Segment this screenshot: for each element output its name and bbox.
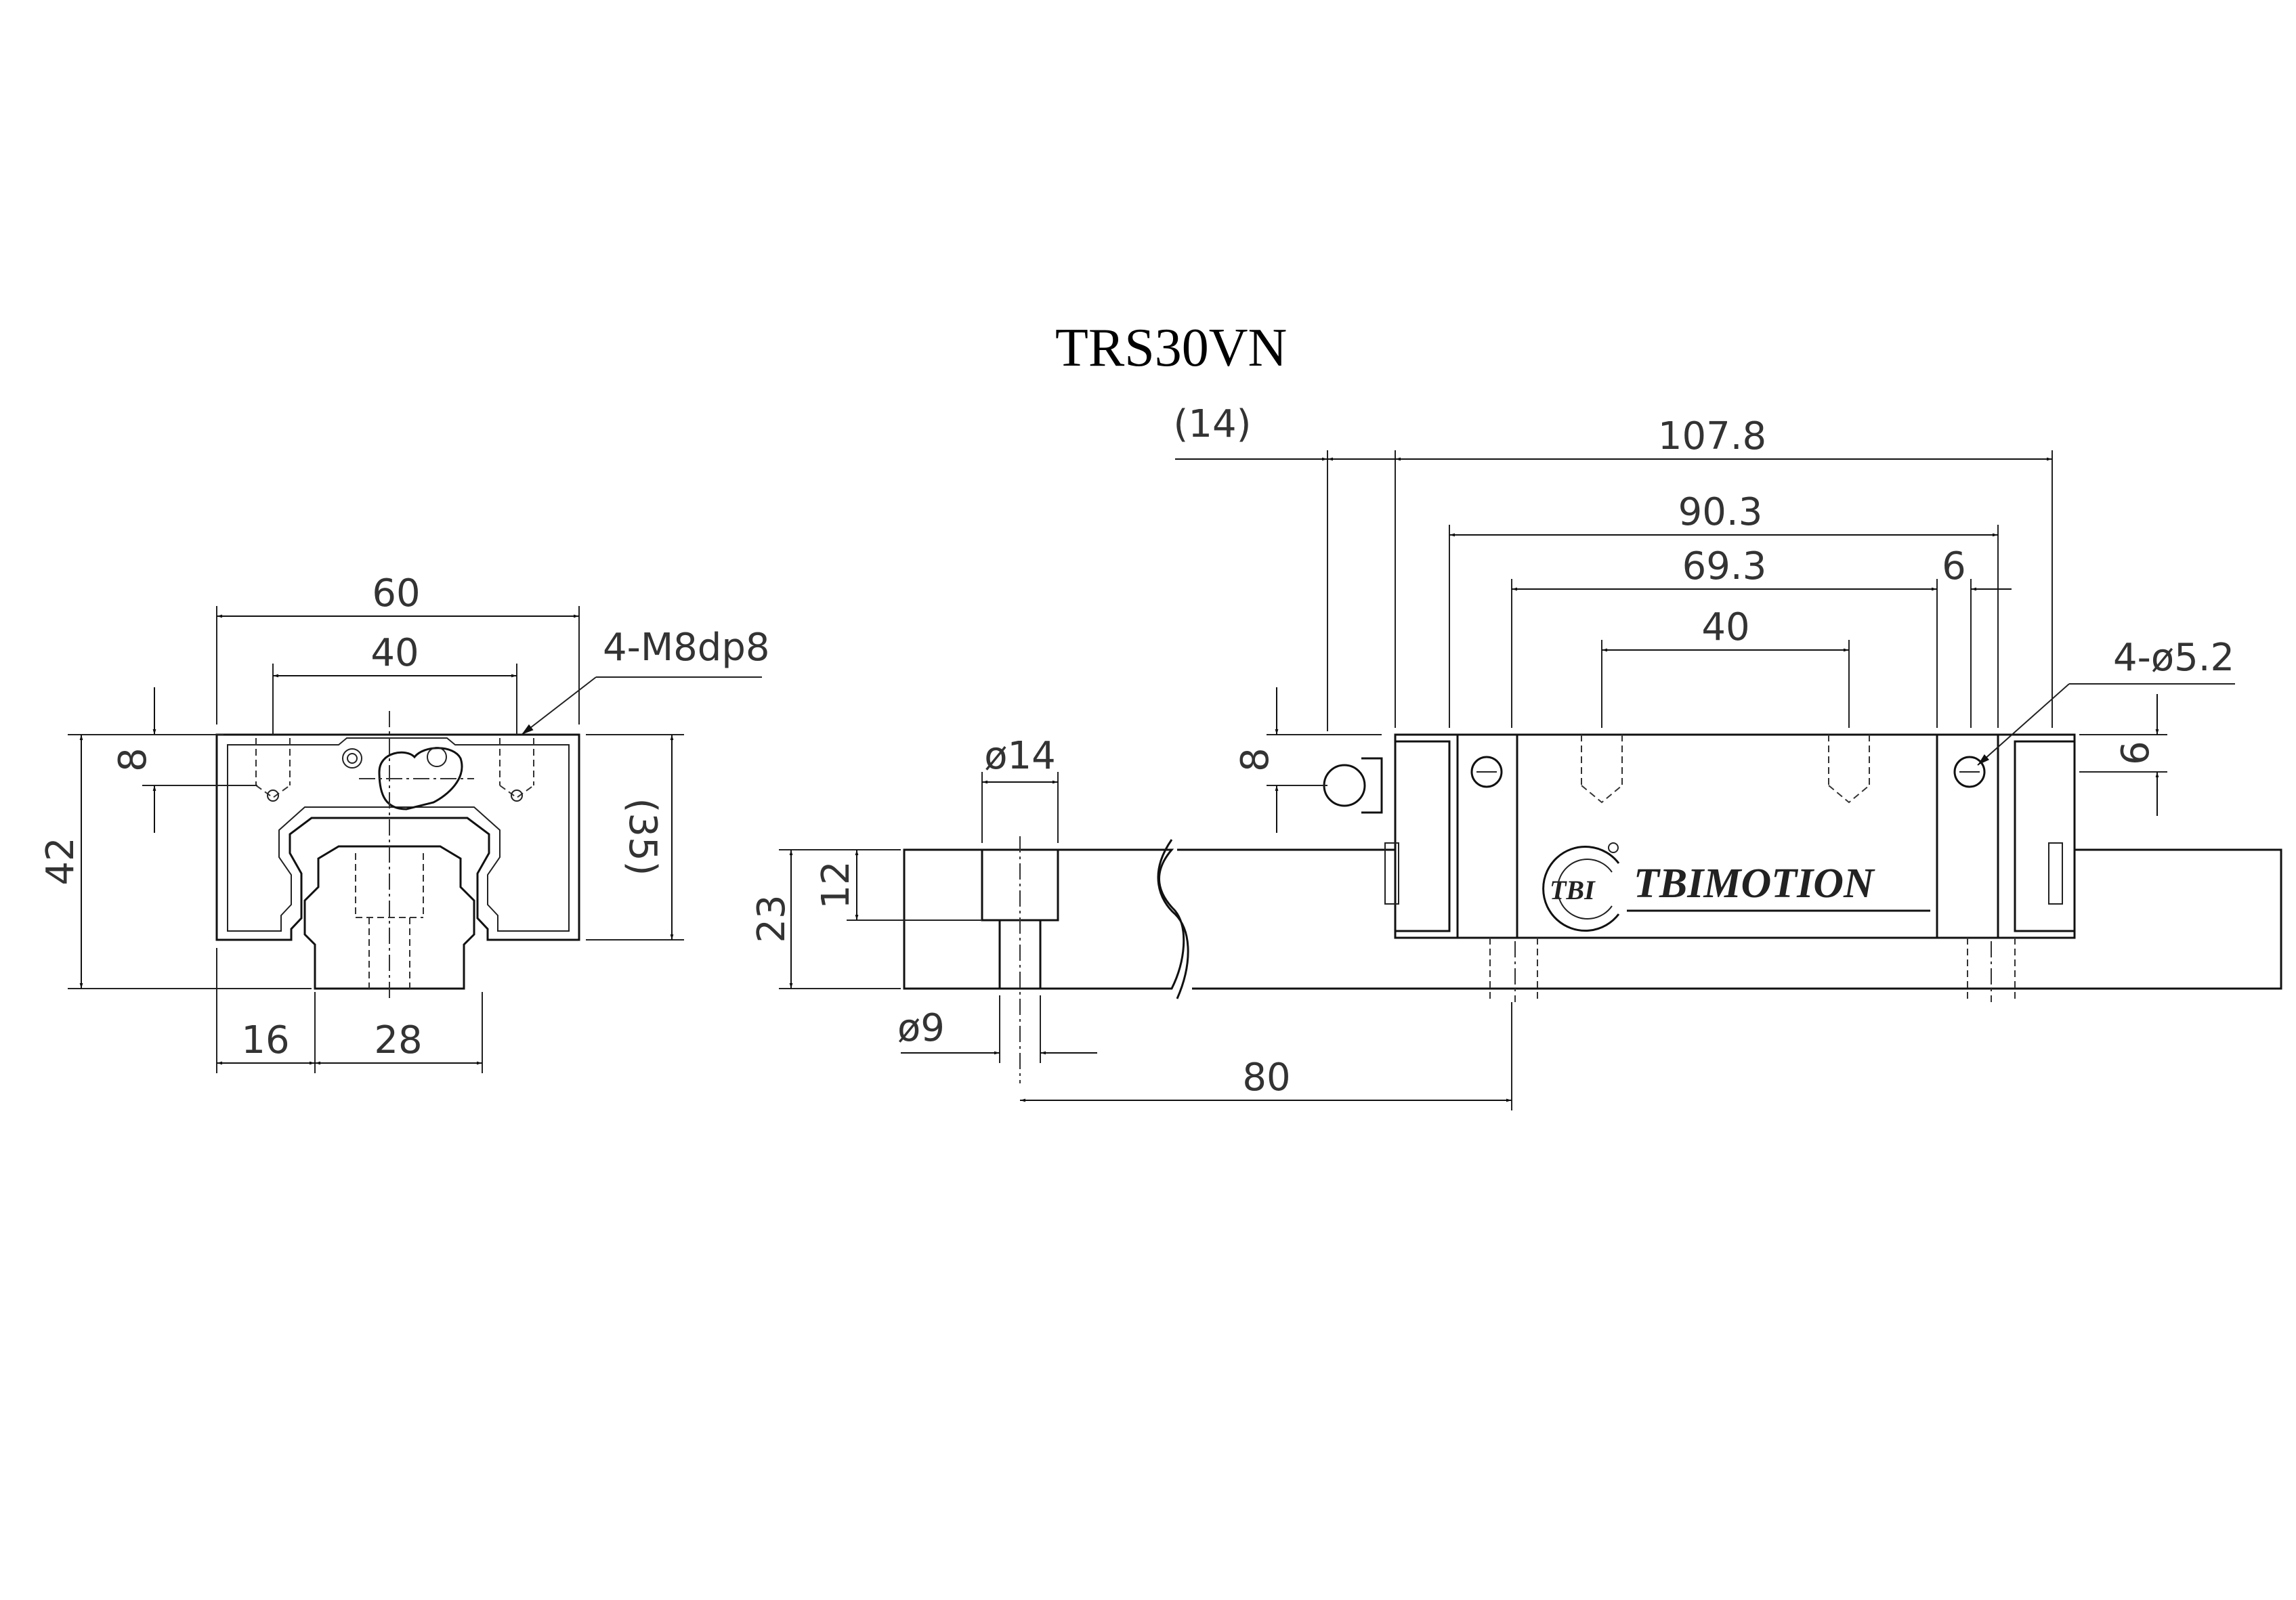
- dim-block-length: 107.8: [1658, 414, 1766, 458]
- grease-nipple-cap: [427, 747, 447, 767]
- dim-side-hole-pitch: 40: [1701, 605, 1749, 649]
- dim-rail-height: (35): [620, 798, 664, 876]
- rail-hidden-bore: [355, 853, 424, 989]
- thread-mark-left: [267, 790, 279, 802]
- tapped-hole-hidden-1: [1581, 735, 1623, 804]
- dim-screw-spec: 4-ø5.2: [2113, 636, 2234, 680]
- grease-nipple-body: [1361, 757, 1383, 814]
- dim-rail-width: 28: [374, 1018, 422, 1062]
- dim-side-rail-height: 23: [750, 894, 794, 943]
- tapped-hole-hidden-2: [1828, 735, 1870, 804]
- side-plate-right: [2048, 842, 2063, 905]
- front-view: 60 40 4-M8dp8 8 42 (35) 16 28: [39, 571, 770, 1073]
- tbi-logo: TBI: [1542, 842, 1620, 932]
- leader-screw: [1977, 683, 2070, 766]
- block-body: [1394, 733, 2076, 939]
- dim-counterbore-depth: 12: [814, 861, 858, 909]
- dim-hole-dia: ø9: [897, 1006, 945, 1050]
- side-plate-left: [1384, 842, 1399, 905]
- leader-thread: [521, 676, 597, 735]
- drawing-title: TRS30VN: [1055, 318, 1287, 378]
- block-outline: [215, 733, 580, 941]
- dim-rail-pitch: 80: [1242, 1056, 1290, 1100]
- dim-width: 60: [372, 571, 420, 615]
- dim-mount-span: 69.3: [1682, 544, 1767, 588]
- dim-side-offset: 16: [241, 1018, 289, 1062]
- dim-grease-nipple: (14): [1174, 402, 1252, 446]
- block-end-seal-left: [1394, 740, 1451, 932]
- logo-mark-text: TBI: [1550, 875, 1596, 905]
- dim-screw-height: 6: [2114, 741, 2158, 765]
- rail-profile: [303, 845, 475, 990]
- grease-nipple-icon: [378, 747, 463, 810]
- dim-height: 42: [39, 837, 83, 885]
- grease-nipple-side: [1323, 764, 1366, 807]
- dim-thread-depth: 8: [111, 748, 155, 772]
- dim-body-length: 90.3: [1678, 490, 1763, 534]
- side-view: TBI TBIMOTION (14) 107.8 90.3 69.3 6 40: [750, 402, 2282, 1110]
- thread-hole-right: [499, 738, 534, 799]
- break-line: [1157, 839, 1189, 999]
- dim-end-offset: 6: [1942, 544, 1966, 588]
- block-end-seal-right: [2014, 740, 2076, 932]
- end-screw-left: [1470, 756, 1503, 788]
- rail-section-hatched: [903, 848, 1185, 990]
- grease-fitting-hole-inner: [347, 753, 358, 764]
- dim-thread-spec: 4-M8dp8: [603, 626, 770, 670]
- end-screw-right: [1953, 756, 1986, 788]
- dim-counterbore-dia: ø14: [984, 734, 1056, 778]
- thread-hole-left: [255, 738, 291, 799]
- rail-body: [1177, 848, 2282, 990]
- grease-fitting-hole: [342, 748, 362, 769]
- thread-mark-right: [511, 790, 523, 802]
- block-inner-outline: [227, 737, 570, 932]
- dim-nipple-height: 8: [1233, 748, 1277, 772]
- brand-name: TBIMOTION: [1634, 861, 1875, 907]
- dim-hole-pitch: 40: [370, 631, 419, 675]
